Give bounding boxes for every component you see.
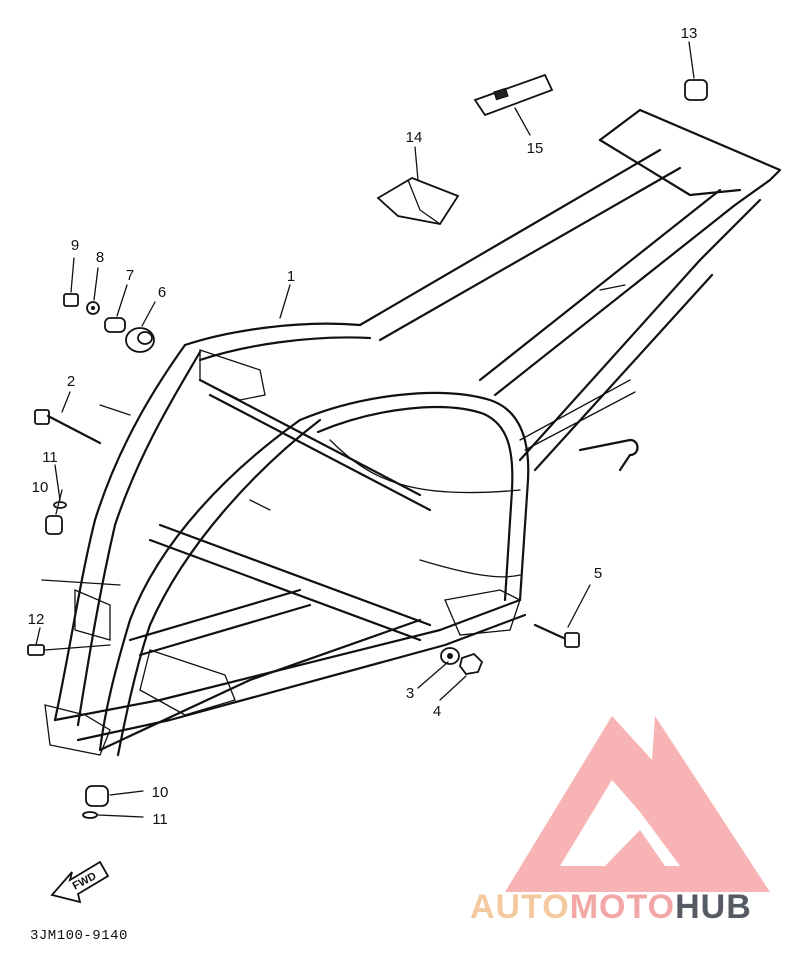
callout-13: 13 [681,25,698,42]
part-spacer [104,317,126,333]
watermark-brand-text: AUTOMOTOHUB [470,888,752,927]
watermark-logo [505,716,770,892]
part-grommet-lower [85,785,109,807]
callout-7: 7 [126,267,134,284]
callout-3: 3 [406,685,414,702]
part-grommet-upper [45,515,63,535]
part-ring-upper [53,501,67,509]
part-label [473,73,554,117]
part-long-bolt [34,409,102,445]
callout-11a: 11 [42,449,58,466]
callout-12: 12 [28,611,45,628]
part-rear-bolt [533,623,580,648]
callout-1: 1 [287,268,295,285]
callout-9: 9 [71,237,79,254]
callout-2: 2 [67,373,75,390]
callouts: 1 2 3 4 5 6 7 8 9 10 10 11 11 12 13 14 1… [28,25,698,828]
part-small-bolt [63,293,79,307]
main-frame [44,108,782,757]
part-code: 3JM100-9140 [30,928,128,944]
part-collar [125,327,155,353]
part-ring-lower [82,811,98,819]
leader-lines [35,41,695,818]
callout-10b: 10 [152,784,169,801]
part-cap [684,79,708,101]
part-washer [86,301,100,315]
brand-moto: MOTO [569,888,676,926]
callout-15: 15 [527,140,544,157]
brand-hub: HUB [675,888,752,926]
brand-auto: AUTO [470,888,570,926]
part-nut [459,652,484,675]
callout-4: 4 [433,703,441,720]
callout-8: 8 [96,249,104,266]
part-pad [376,177,460,225]
callout-5: 5 [594,565,602,582]
callout-6: 6 [158,284,166,301]
callout-10a: 10 [32,479,49,496]
callout-14: 14 [406,129,423,146]
fwd-arrow-icon: FWD [50,860,110,904]
part-plate-washer [440,647,460,665]
part-clip [27,644,45,656]
callout-11b: 11 [152,811,168,828]
